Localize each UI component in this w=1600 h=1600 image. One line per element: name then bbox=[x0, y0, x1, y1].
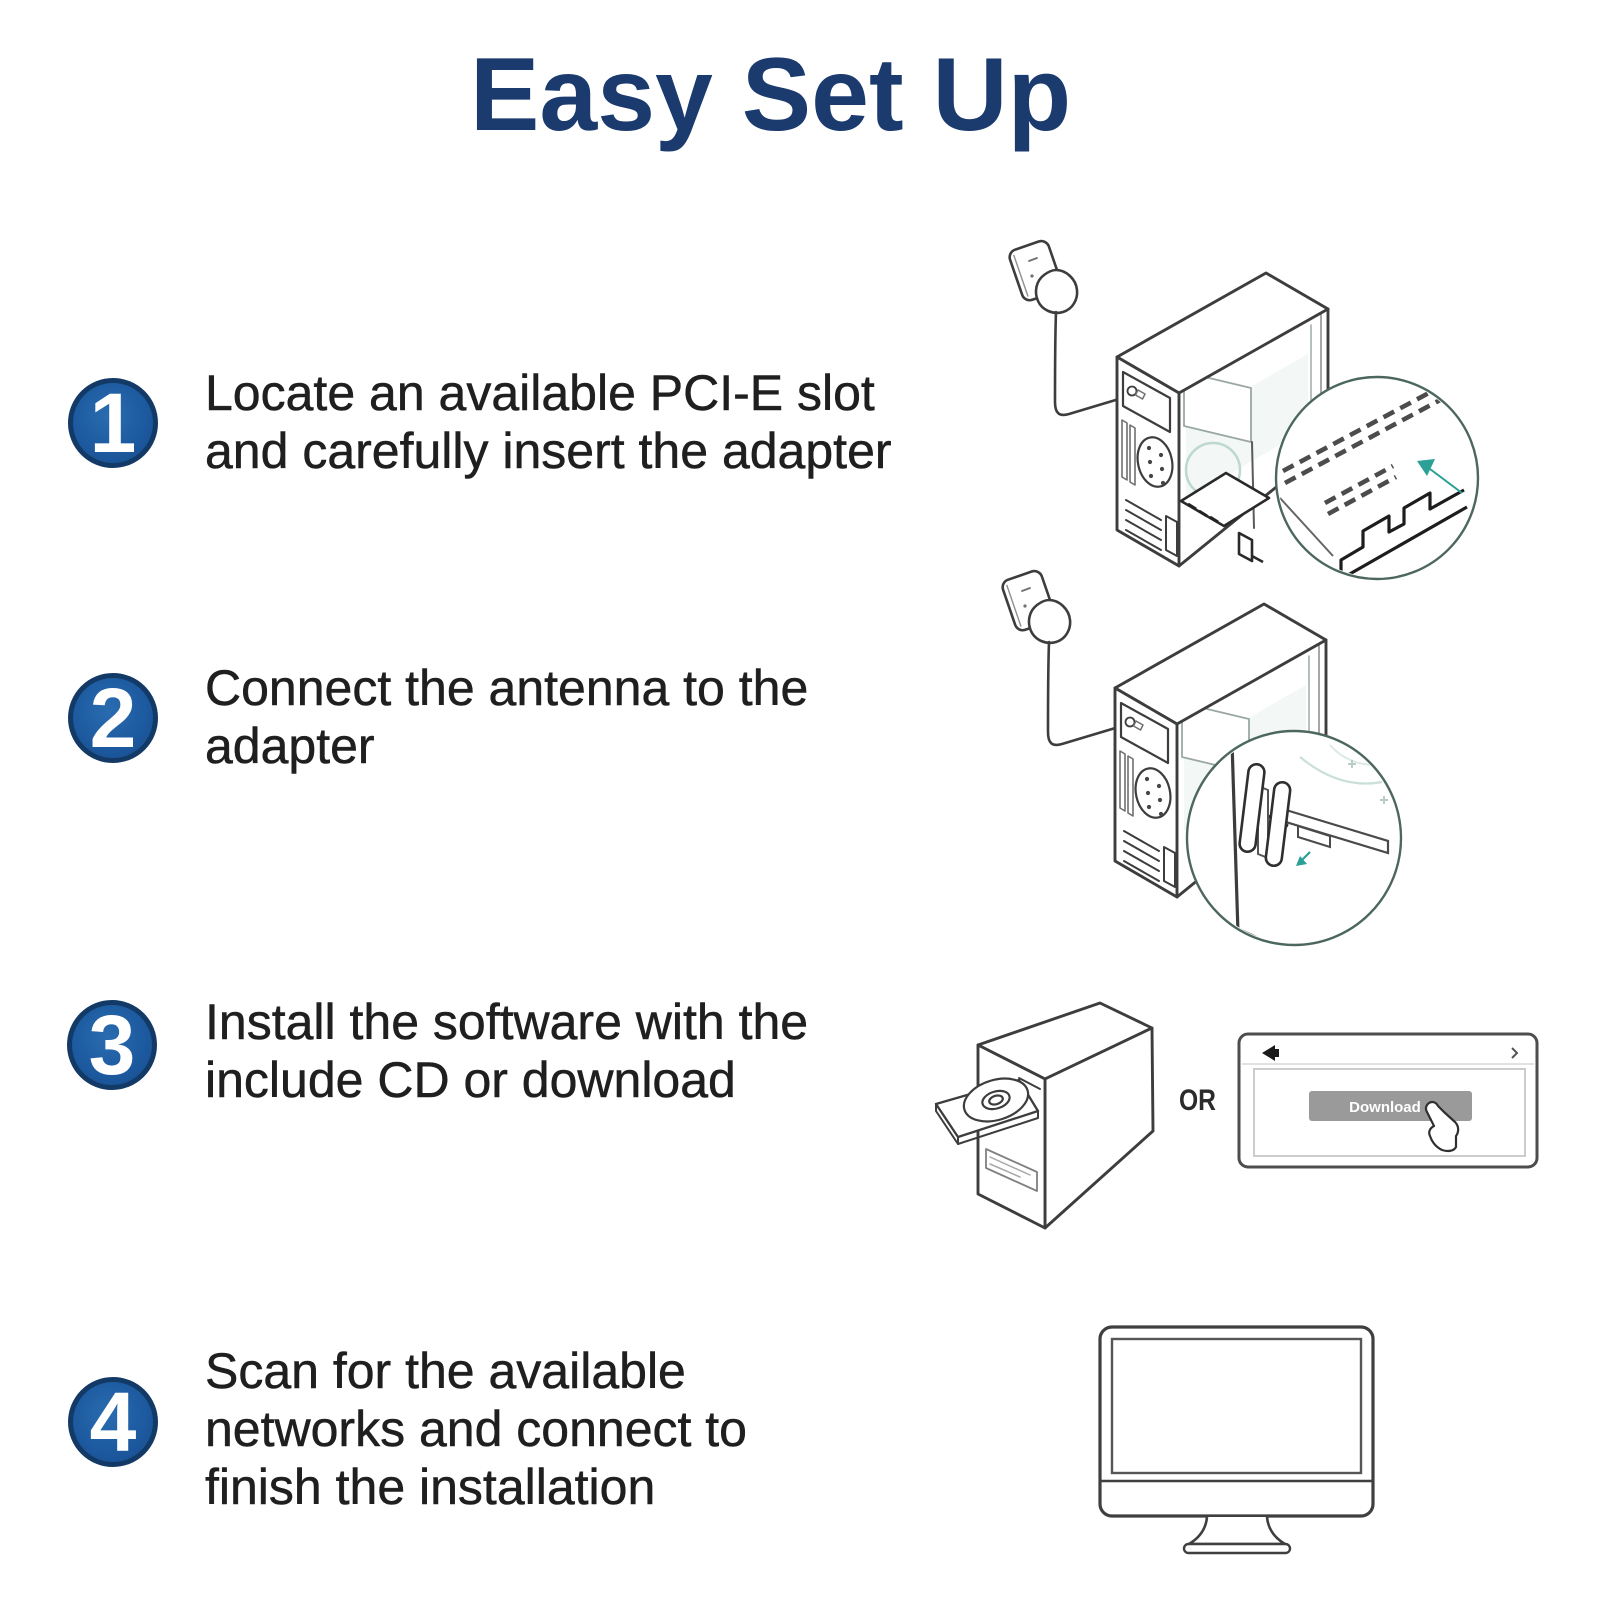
svg-text:Download: Download bbox=[1349, 1099, 1421, 1116]
svg-text:OR: OR bbox=[1179, 1084, 1216, 1117]
